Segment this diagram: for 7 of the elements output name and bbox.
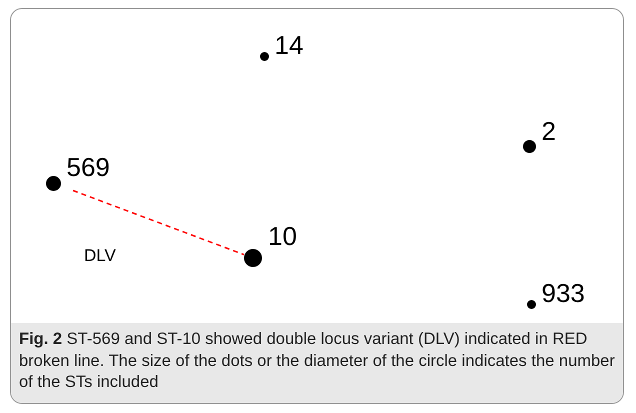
- figure-caption: Fig. 2 ST-569 and ST-10 showed double locus variant (DLV) indicated in RED broken line. The size of the dots or the diameter of the circle indicates the number of the STs included: [11, 323, 623, 403]
- node-label: 2: [542, 118, 556, 144]
- node-label: 569: [66, 154, 110, 180]
- node-label: 933: [542, 280, 585, 306]
- dashed-line: [72, 190, 244, 256]
- node-label: 10: [268, 223, 297, 249]
- node-label: 14: [274, 32, 304, 58]
